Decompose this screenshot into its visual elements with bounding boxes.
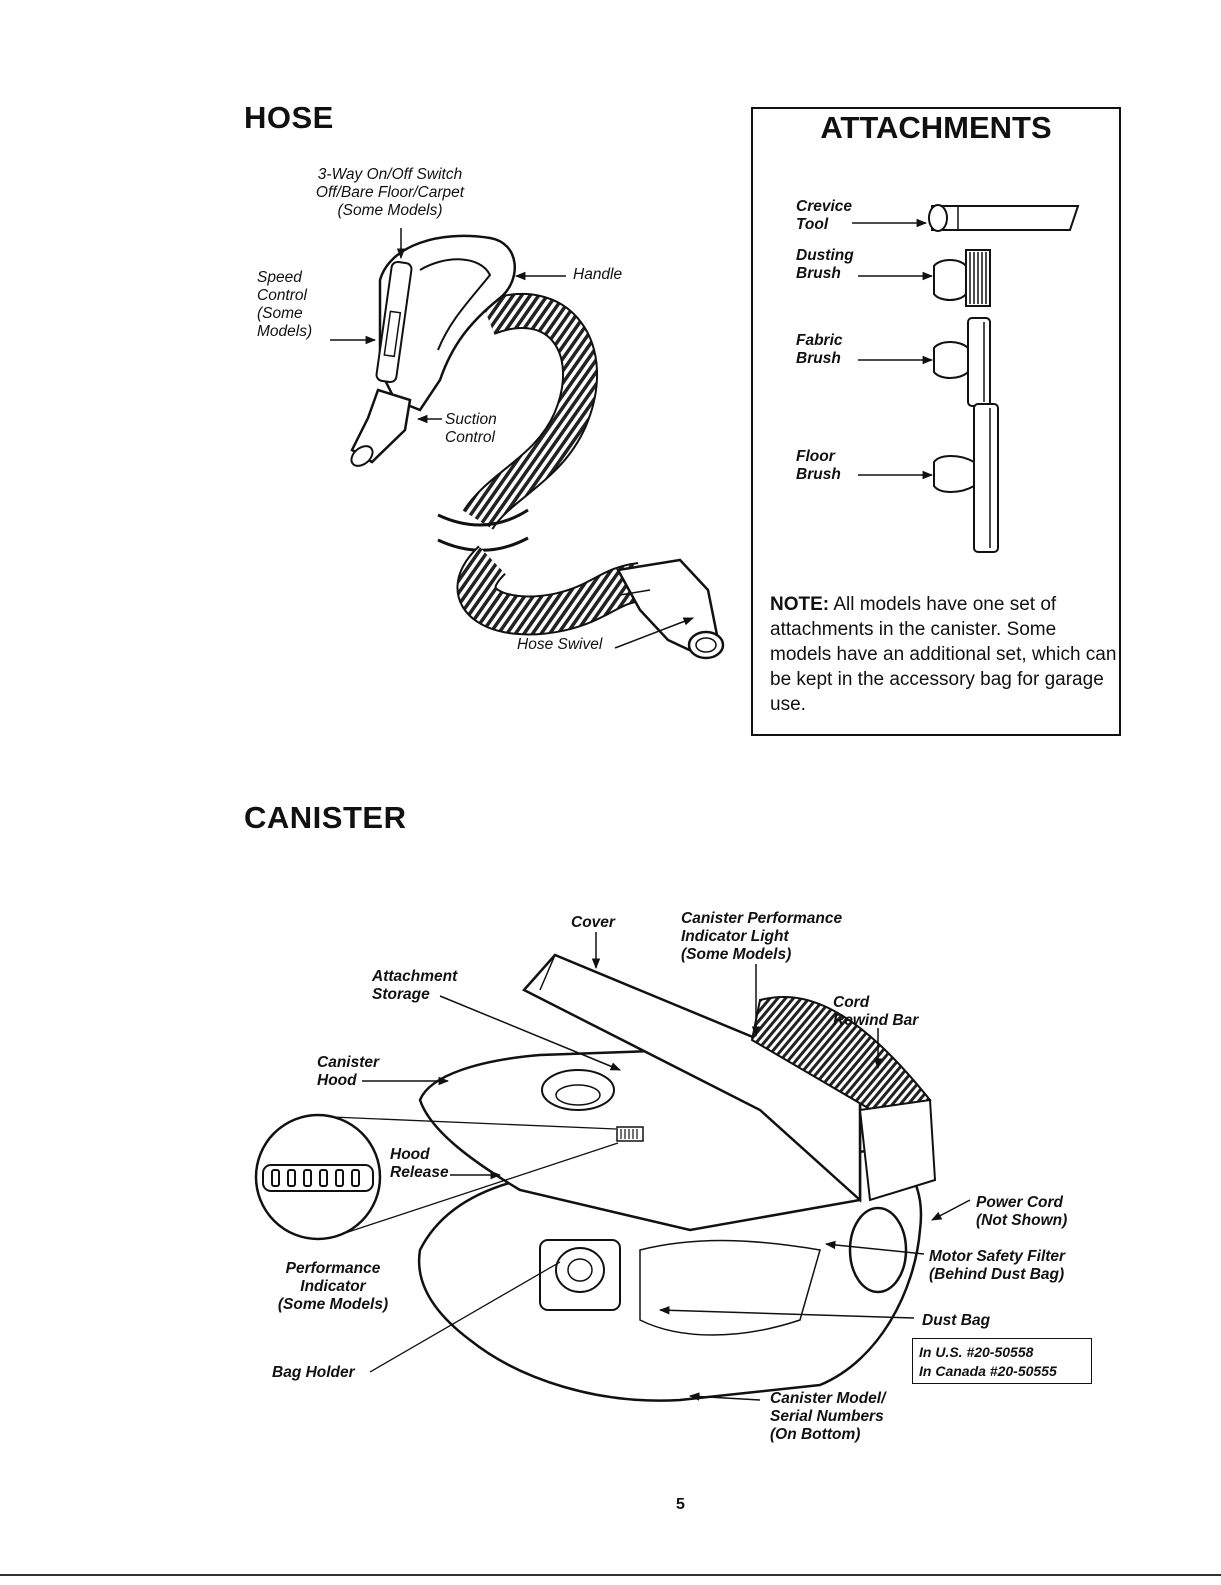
bag-holder-label: Bag Holder bbox=[272, 1364, 355, 1381]
fabric-brush-label: Fabric Brush bbox=[796, 332, 843, 367]
attachments-title: ATTACHMENTS bbox=[820, 110, 1052, 145]
canister-hood-label: Canister Hood bbox=[317, 1054, 380, 1089]
crevice-tool-label: Crevice Tool bbox=[796, 198, 853, 233]
attachments-note: NOTE: All models have one set of attachm… bbox=[770, 592, 1120, 717]
switch-label: 3-Way On/Off Switch Off/Bare Floor/Carpe… bbox=[315, 166, 465, 219]
indicator-light-label: Canister Performance Indicator Light (So… bbox=[681, 910, 843, 963]
canister-title: CANISTER bbox=[244, 800, 407, 835]
page-number: 5 bbox=[676, 1496, 685, 1513]
cord-rewind-label: Cord Rewind Bar bbox=[833, 994, 919, 1029]
floor-brush-label: Floor Brush bbox=[796, 448, 841, 483]
suction-control-label: Suction Control bbox=[445, 411, 497, 446]
cover-label: Cover bbox=[571, 914, 615, 931]
handle-label: Handle bbox=[573, 266, 623, 283]
hose-title: HOSE bbox=[244, 100, 334, 135]
dusting-brush-label: Dusting Brush bbox=[796, 247, 854, 282]
part-number-us: In U.S. #20-50558 bbox=[919, 1344, 1034, 1360]
dust-bag-label: Dust Bag bbox=[922, 1312, 991, 1329]
part-number-canada: In Canada #20-50555 bbox=[919, 1363, 1057, 1379]
hood-release-label: Hood Release bbox=[390, 1146, 449, 1181]
attachment-storage-label: Attachment Storage bbox=[372, 968, 458, 1003]
dusting-brush-icon bbox=[933, 249, 991, 307]
floor-brush-icon bbox=[933, 403, 999, 553]
note-lead: NOTE: bbox=[770, 594, 830, 615]
hose-swivel-label: Hose Swivel bbox=[517, 636, 603, 653]
model-serial-label: Canister Model/ Serial Numbers (On Botto… bbox=[770, 1390, 886, 1443]
crevice-tool-icon bbox=[928, 204, 1080, 232]
motor-filter-label: Motor Safety Filter (Behind Dust Bag) bbox=[929, 1248, 1066, 1283]
bottom-rule bbox=[0, 1574, 1221, 1576]
performance-indicator-label: Performance Indicator (Some Models) bbox=[277, 1260, 389, 1313]
note-text: All models have one set of attachments i… bbox=[770, 594, 1117, 715]
part-number-box: In U.S. #20-50558 In Canada #20-50555 bbox=[912, 1338, 1092, 1384]
attachments-box bbox=[751, 107, 1121, 736]
speed-control-label: Speed Control (Some Models) bbox=[257, 269, 313, 340]
power-cord-label: Power Cord (Not Shown) bbox=[976, 1194, 1068, 1229]
